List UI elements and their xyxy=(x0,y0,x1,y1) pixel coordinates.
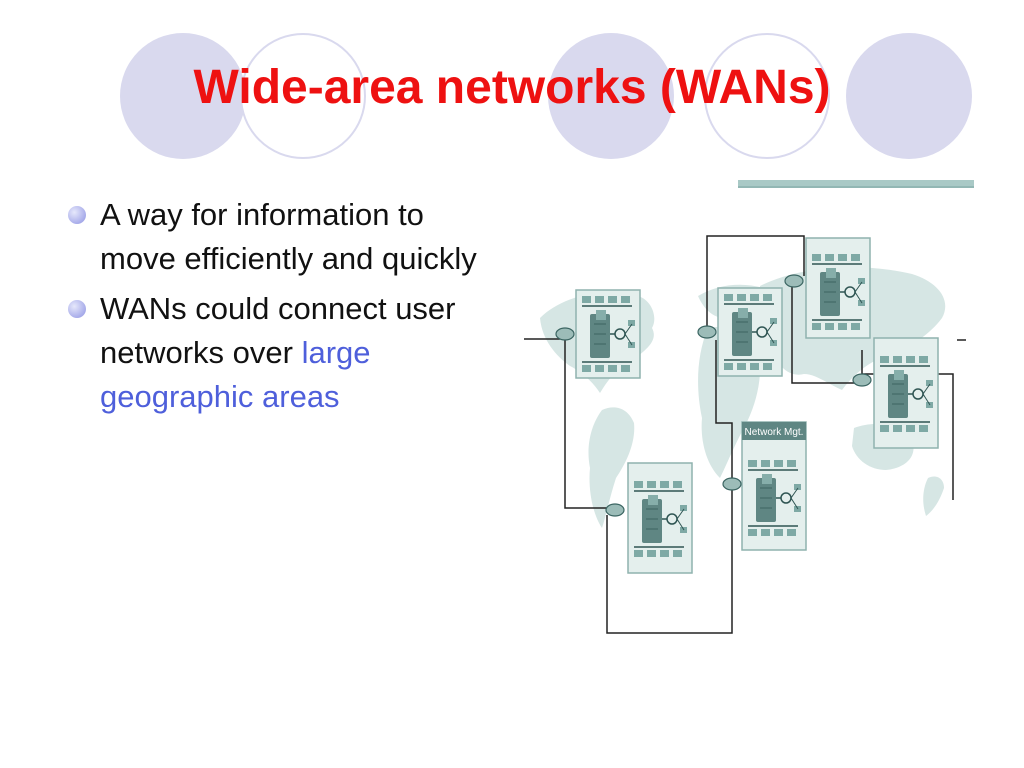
decor-circle xyxy=(548,33,674,159)
bullet-dot-icon xyxy=(68,300,86,318)
bullet-dot-icon xyxy=(68,206,86,224)
site-label: Network Mgt. xyxy=(745,427,804,438)
bullet-text: WANs could connect user networks over xyxy=(100,291,456,370)
site-node xyxy=(627,462,693,574)
site-node-network-mgt: Network Mgt. xyxy=(741,421,807,551)
bullet-item: A way for information to move efficientl… xyxy=(64,193,484,281)
bullet-item: WANs could connect user networks over la… xyxy=(64,287,484,419)
decor-circle xyxy=(120,33,246,159)
slide-title: Wide-area networks (WANs) xyxy=(193,61,831,114)
decor-circle xyxy=(240,33,366,159)
bullet-highlight: large geographic areas xyxy=(100,335,371,414)
decor-circle xyxy=(704,33,830,159)
site-node xyxy=(873,337,939,449)
wan-diagram: Network Mgt. xyxy=(524,180,974,634)
bullet-text: A way for information to move efficientl… xyxy=(100,197,477,276)
frame-strip xyxy=(738,180,974,186)
decor-circle xyxy=(846,33,972,159)
site-node xyxy=(805,237,871,339)
site-node xyxy=(717,287,783,377)
site-label-bar xyxy=(742,422,806,440)
site-node xyxy=(575,289,641,379)
router-icon xyxy=(555,274,872,517)
bullet-list: A way for information to move efficientl… xyxy=(64,193,484,425)
